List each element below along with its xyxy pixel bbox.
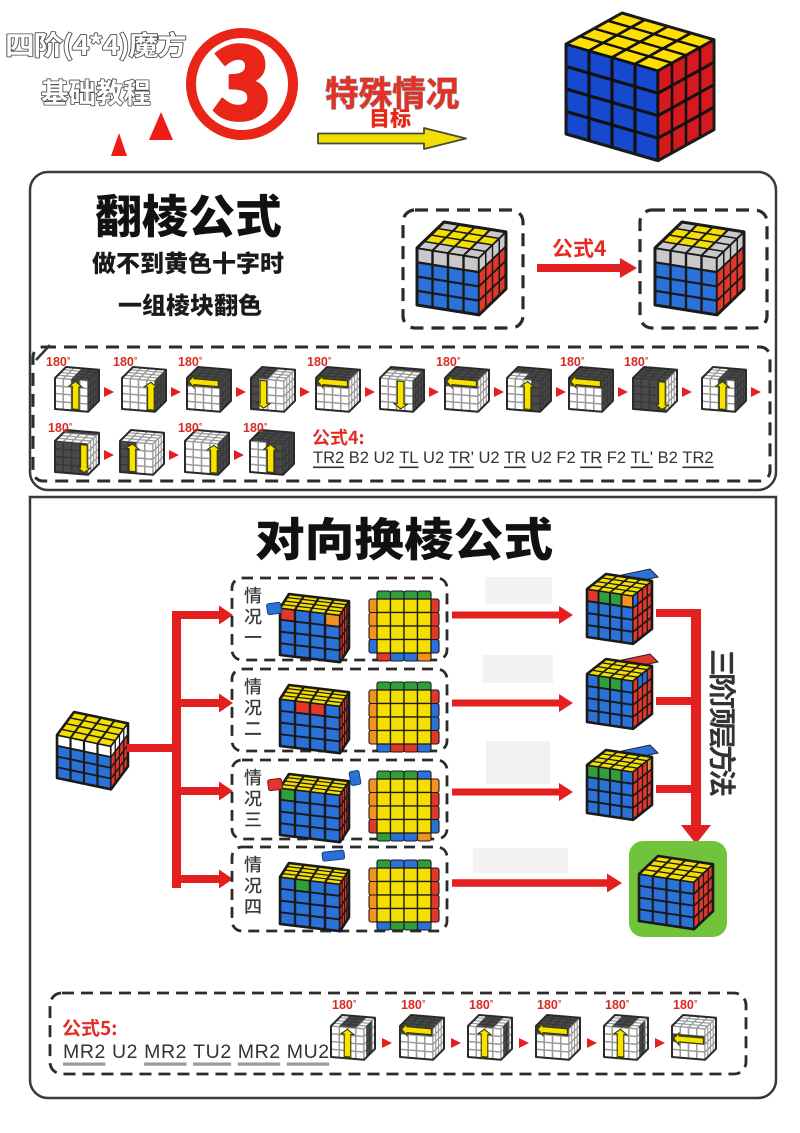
svg-text:180°: 180° xyxy=(673,998,698,1012)
svg-text:180°: 180° xyxy=(401,998,426,1012)
svg-text:180°: 180° xyxy=(48,421,73,435)
svg-text:MR2 U2 MR2 TU2 MR2 MU2: MR2 U2 MR2 TU2 MR2 MU2 xyxy=(63,1041,330,1063)
svg-text:180°: 180° xyxy=(243,421,268,435)
svg-text:180°: 180° xyxy=(332,998,357,1012)
svg-text:180°: 180° xyxy=(605,998,630,1012)
svg-text:TR2 B2 U2 TL U2 TR' U2 TR U2 F: TR2 B2 U2 TL U2 TR' U2 TR U2 F2 TR F2 TL… xyxy=(313,449,714,467)
svg-text:180°: 180° xyxy=(46,355,71,369)
svg-text:180°: 180° xyxy=(560,355,585,369)
svg-text:180°: 180° xyxy=(307,355,332,369)
svg-text:180°: 180° xyxy=(178,355,203,369)
svg-text:180°: 180° xyxy=(113,355,138,369)
svg-text:180°: 180° xyxy=(624,355,649,369)
svg-text:180°: 180° xyxy=(537,998,562,1012)
svg-text:180°: 180° xyxy=(469,998,494,1012)
svg-text:180°: 180° xyxy=(178,421,203,435)
svg-text:180°: 180° xyxy=(436,355,461,369)
